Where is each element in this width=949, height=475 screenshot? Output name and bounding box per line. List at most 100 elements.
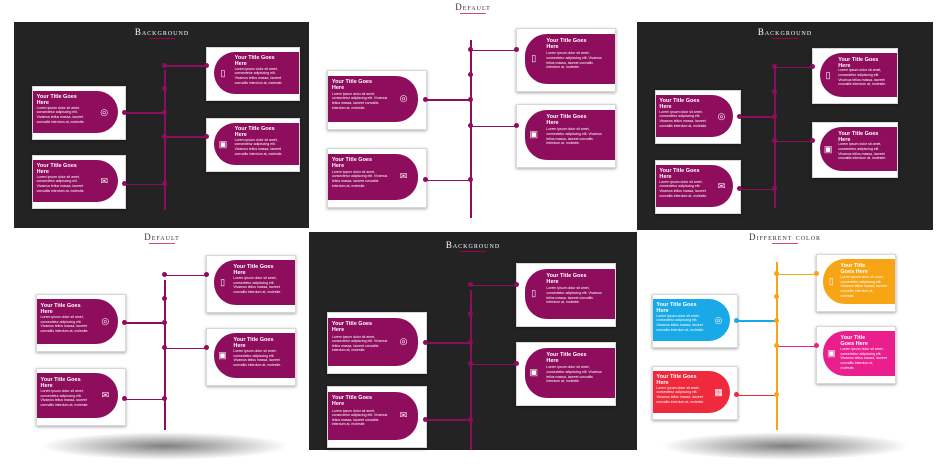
card-body: Lorem ipsum dolor sit amet, consectetur … — [546, 127, 602, 146]
connector-line — [124, 183, 164, 186]
card-tab — [214, 52, 299, 94]
briefcase-icon: ▣ — [827, 348, 836, 359]
card-title: Your Title Goes Here — [40, 376, 81, 389]
card-title: Your Title Goes Here — [36, 163, 77, 176]
floor-shadow-right — [660, 432, 910, 460]
connector-dot — [773, 343, 779, 349]
slide-title: Background — [14, 27, 310, 39]
connector-dot — [161, 109, 167, 115]
connector-line — [470, 363, 516, 366]
connector-dot — [513, 47, 519, 53]
connector-dot — [813, 271, 819, 277]
briefcase-icon: ▣ — [529, 366, 538, 377]
card-tab — [524, 268, 615, 319]
connector-line — [164, 136, 206, 138]
card-body: Lorem ipsum dolor sit amet, consectetur … — [331, 91, 388, 110]
connector-dot — [121, 109, 127, 115]
connector-dot — [422, 339, 428, 345]
card-tab — [653, 299, 731, 341]
globe-icon: ◎ — [714, 314, 723, 325]
card-tab — [328, 153, 419, 201]
connector-dot — [121, 181, 127, 187]
card-body: Lorem ipsum dolor sit amet, consectetur … — [233, 276, 282, 294]
briefcase-icon: ▣ — [529, 128, 538, 139]
connector-dot — [161, 181, 167, 187]
connector-dot — [771, 138, 777, 144]
connector-dot — [121, 396, 127, 402]
mail-icon: ✉ — [100, 175, 108, 186]
card-body: Lorem ipsum dolor sit amet, consectetur … — [840, 347, 887, 370]
phone-icon: ▯ — [828, 276, 834, 287]
card-body: Lorem ipsum dolor sit amet, consectetur … — [659, 179, 708, 198]
card-body: Lorem ipsum dolor sit amet, consectetur … — [234, 137, 283, 156]
card-body: Lorem ipsum dolor sit amet, consectetur … — [36, 105, 85, 124]
connector-dot — [773, 271, 779, 277]
card-body: Lorem ipsum dolor sit amet, consectetur … — [838, 142, 887, 161]
globe-icon: ◎ — [717, 110, 726, 121]
card-tab — [524, 347, 615, 398]
connector-dot — [771, 186, 777, 192]
connector-dot — [813, 343, 819, 349]
connector-line — [425, 342, 470, 344]
card-title: Your Title Goes Here — [331, 321, 373, 334]
connector-dot — [771, 88, 777, 94]
connector-dot — [467, 96, 473, 102]
mail-icon: ✉ — [101, 390, 110, 401]
card-body: Lorem ipsum dolor sit amet, consectetur … — [546, 286, 602, 305]
card-title: Your Title Goes Here — [233, 263, 274, 276]
card-title: Your Title Goes Here — [659, 168, 700, 181]
calendar-icon: ▦ — [714, 386, 723, 397]
card-tab — [214, 333, 295, 379]
connector-dot — [121, 319, 127, 325]
card-tab — [214, 123, 299, 165]
connector-dot — [736, 186, 742, 192]
connector-dot — [161, 319, 167, 325]
card-title: Your Title Goes Here — [838, 130, 879, 143]
card-title: Your Title Goes Here — [36, 94, 77, 107]
card-body: Lorem ipsum dolor sit amet, consectetur … — [40, 389, 89, 407]
briefcase-icon: ▣ — [823, 143, 833, 154]
connector-line — [736, 320, 776, 322]
connector-dot — [161, 133, 167, 139]
mail-icon: ✉ — [399, 171, 408, 182]
connector-dot — [161, 272, 167, 278]
mail-icon: ✉ — [399, 409, 408, 420]
card-body: Lorem ipsum dolor sit amet, consectetur … — [546, 365, 602, 384]
connector-line — [124, 398, 164, 401]
card-tab — [656, 95, 734, 137]
card-title: Your Title Goes Here — [656, 302, 697, 315]
card-tab — [328, 391, 419, 440]
card-body: Lorem ipsum dolor sit amet, consectetur … — [840, 275, 887, 298]
card-body: Lorem ipsum dolor sit amet, consectetur … — [233, 349, 282, 367]
mail-icon: ✉ — [717, 180, 726, 191]
card-tab — [656, 165, 734, 207]
slide-title-text: Different color — [748, 232, 822, 242]
connector-line — [164, 347, 206, 350]
card-title: Your Title Goes Here — [546, 113, 587, 126]
slide-title-text: Default — [144, 232, 180, 242]
slide-title-text: Background — [757, 27, 813, 37]
card-body: Lorem ipsum dolor sit amet, consectetur … — [331, 169, 388, 188]
connector-dot — [771, 113, 777, 119]
card-tab — [653, 371, 731, 413]
slide-title: Default — [309, 2, 637, 14]
connector-line — [774, 66, 812, 69]
connector-dot — [467, 416, 473, 422]
briefcase-icon: ▣ — [218, 138, 228, 149]
card-tab — [37, 373, 118, 419]
connector-dot — [736, 113, 742, 119]
connector-line — [776, 345, 816, 348]
slide-title-text: Default — [455, 2, 491, 12]
phone-icon: ▯ — [825, 69, 831, 80]
